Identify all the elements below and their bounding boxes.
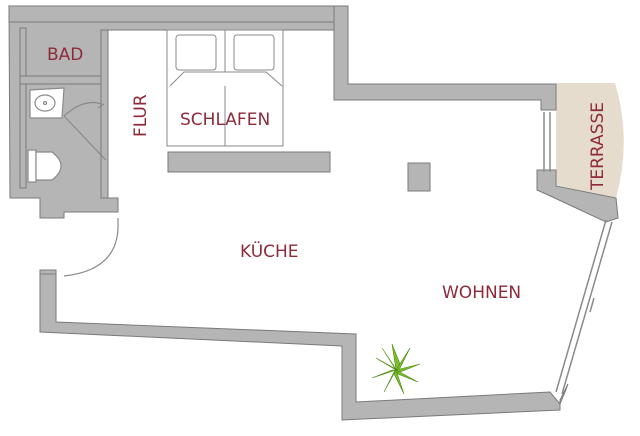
column (407, 162, 431, 192)
plant-icon (371, 343, 421, 395)
bed-footboard (167, 151, 331, 173)
room-label-flur: FLUR (131, 94, 151, 137)
room-label-terrasse: TERRASSE (588, 102, 608, 191)
bathroom-door (63, 101, 107, 161)
terrace-door (543, 112, 551, 172)
room-label-wohnen: WOHNEN (442, 283, 521, 303)
toilet-icon (27, 149, 62, 183)
room-label-bad: BAD (47, 45, 83, 65)
walls (8, 4, 619, 421)
entry-door (40, 218, 119, 277)
room-label-schlafen: SCHLAFEN (180, 110, 270, 130)
window-wall (555, 219, 613, 395)
room-label-kueche: KÜCHE (240, 240, 299, 262)
sink-icon (29, 87, 65, 119)
double-bed-icon (166, 29, 284, 147)
terrace-area (556, 83, 624, 198)
